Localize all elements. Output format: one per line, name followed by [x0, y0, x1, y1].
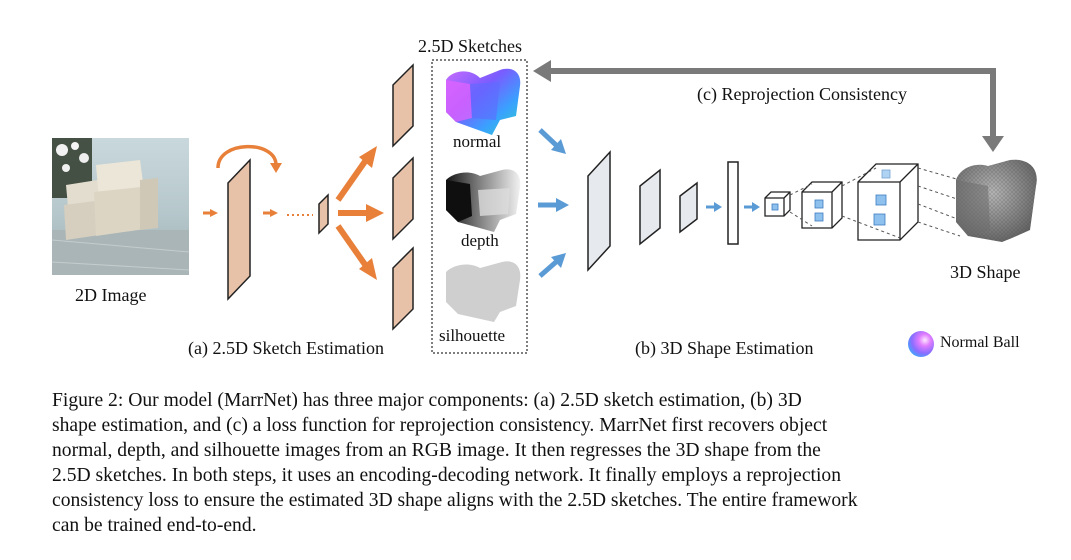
architecture-diagram: [51, 59, 1037, 354]
shape-output-image: [956, 159, 1037, 242]
sketch-to-shape-arrows: [538, 128, 569, 278]
stage-a-label: (a) 2.5D Sketch Estimation: [188, 338, 384, 358]
caption-line: Figure 2: Our model (MarrNet) has three …: [52, 390, 802, 411]
depth-sketch-image: [446, 169, 521, 232]
normal-ball-icon: [908, 331, 934, 357]
shape-estimation-network: [587, 150, 961, 272]
sketches-box: [431, 59, 528, 354]
encoder-feature-map: [227, 158, 251, 301]
sketch-estimation-network: [203, 63, 414, 331]
caption-line: normal, depth, and silhouette images fro…: [52, 440, 821, 461]
caption-line: 2.5D sketches. In both steps, it uses an…: [52, 465, 842, 486]
figure-caption: Figure 2: Our model (MarrNet) has three …: [52, 388, 1022, 538]
depth-decoder-map: [392, 156, 414, 241]
stage-b-label: (b) 3D Shape Estimation: [635, 338, 814, 358]
silhouette-decoder-map: [392, 246, 414, 331]
marrnet-figure: 2.5D Sketches (c) Reprojection Consisten…: [51, 36, 1037, 358]
reprojection-label: (c) Reprojection Consistency: [697, 84, 907, 104]
silhouette-sketch-image: [446, 261, 521, 322]
normal-sketch-image: [446, 68, 521, 135]
normal-decoder-map: [392, 63, 414, 148]
sketch-normal-label: normal: [453, 132, 502, 151]
input-image: [51, 138, 190, 275]
caption-line: can be trained end-to-end.: [52, 515, 257, 536]
sketch-silhouette-label: silhouette: [439, 326, 506, 345]
reprojection-arrow: [533, 60, 1004, 152]
sketches-title: 2.5D Sketches: [418, 36, 522, 56]
sketch-depth-label: depth: [461, 231, 499, 250]
input-image-label: 2D Image: [75, 285, 147, 305]
caption-line: shape estimation, and (c) a loss functio…: [52, 415, 828, 436]
bottleneck-feature-map: [318, 193, 329, 235]
caption-line: consistency loss to ensure the estimated…: [52, 490, 858, 511]
output-shape-label: 3D Shape: [950, 262, 1021, 282]
legend-label: Normal Ball: [940, 334, 1020, 351]
